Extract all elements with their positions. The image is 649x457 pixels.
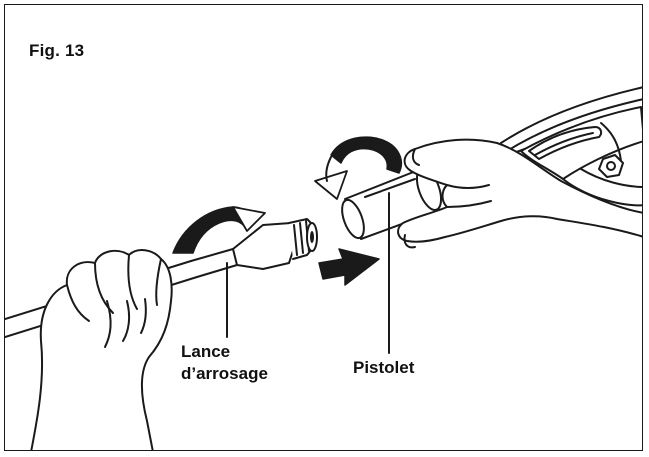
push-arrow-icon <box>318 248 380 286</box>
callout-pistolet: Pistolet <box>353 358 415 377</box>
curved-rotation-arrow-icon <box>172 206 266 254</box>
callout-lance-line1: Lance <box>181 342 231 361</box>
callout-lance: Lance d’arrosage <box>181 341 268 385</box>
spray-wand <box>5 218 318 338</box>
curved-rotation-arrow-icon <box>314 136 403 200</box>
spray-gun <box>341 86 642 240</box>
figure-frame: Fig. 13 Lance d’arrosage Pistolet <box>4 4 643 451</box>
callout-lance-line2: d’arrosage <box>181 364 268 383</box>
assembly-illustration <box>5 86 642 450</box>
figure-label: Fig. 13 <box>29 41 85 60</box>
screw-icon <box>598 154 624 178</box>
right-hand <box>397 138 642 249</box>
left-hand <box>30 249 173 450</box>
